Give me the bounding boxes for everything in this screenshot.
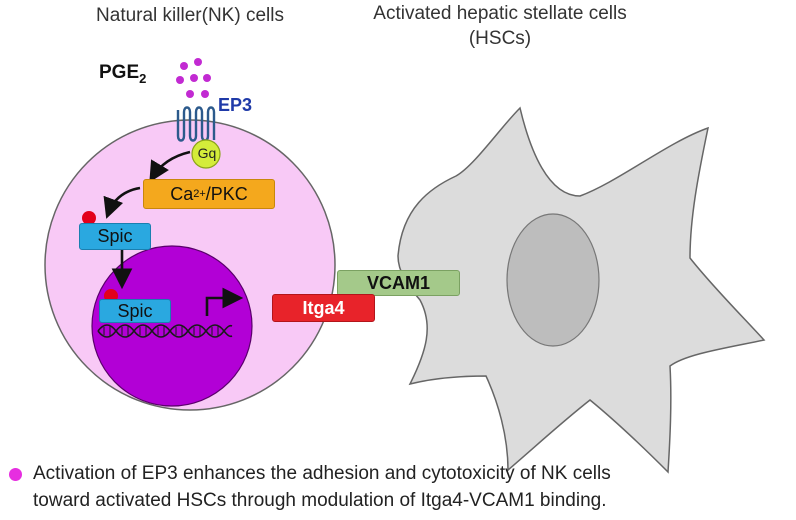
- caption-bullet-icon: [9, 468, 22, 481]
- gq-label: Gq: [197, 145, 217, 161]
- arrow-transcription: [205, 287, 244, 316]
- phospho-dot-cytoplasm: [82, 211, 96, 225]
- spic-cytoplasm-box: Spic: [79, 223, 151, 250]
- ep3-receptor-icon: [176, 106, 216, 142]
- arrow-gq-to-ca: [149, 150, 191, 183]
- caption-line1: Activation of EP3 enhances the adhesion …: [33, 463, 611, 484]
- pge2-molecules: [176, 58, 211, 98]
- ep3-label: EP3: [218, 95, 253, 115]
- arrow-ca-to-spic: [103, 186, 141, 219]
- dna-helix-icon: [97, 324, 233, 338]
- hsc-title-line1: Activated hepatic stellate cells: [373, 3, 627, 24]
- hsc-nucleus: [506, 213, 600, 347]
- spic-nucleus-box: Spic: [99, 299, 171, 323]
- itga4-box: Itga4: [272, 294, 375, 322]
- caption-line2: toward activated HSCs through modulation…: [33, 490, 607, 511]
- nk-cells-title: Natural killer(NK) cells: [96, 5, 284, 26]
- vcam1-box: VCAM1: [337, 270, 460, 296]
- gq-protein: [191, 139, 221, 169]
- pge2-label: PGE2: [99, 62, 147, 86]
- hsc-title-line2: (HSCs): [468, 28, 532, 49]
